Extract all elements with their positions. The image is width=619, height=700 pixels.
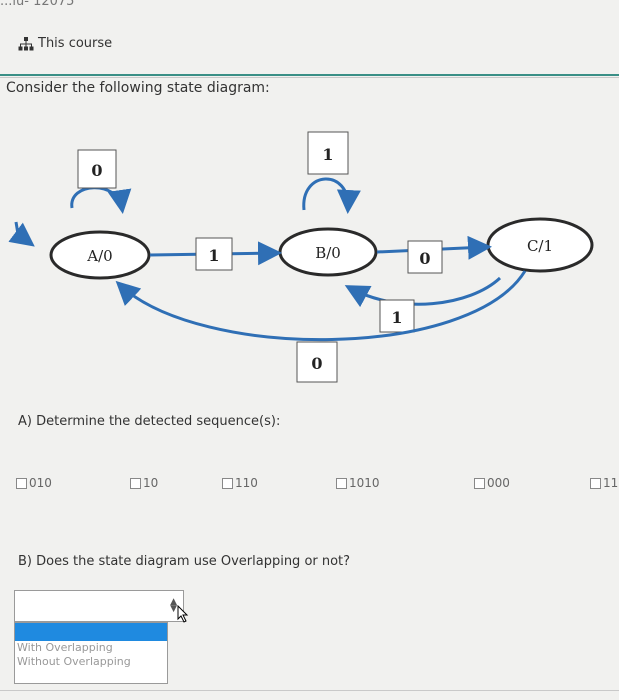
overlap-select[interactable]: ▲▼ <box>14 590 189 623</box>
part-a-prompt: A) Determine the detected sequence(s): <box>18 414 281 429</box>
start-arrow <box>8 221 35 247</box>
state-b-label: B/0 <box>315 244 341 262</box>
edge-b-self-label: 1 <box>322 145 333 164</box>
edge-a-self <box>70 186 132 214</box>
edge-c-to-b-label: 1 <box>391 308 402 327</box>
accent-divider <box>0 74 619 76</box>
edge-c-to-b <box>344 276 502 308</box>
part-b-prompt: B) Does the state diagram use Overlappin… <box>18 554 351 569</box>
option-label: 1010 <box>349 476 380 490</box>
state-b: B/0 <box>278 227 378 277</box>
state-diagram: A/0 B/0 C/1 0 1 1 0 1 0 <box>8 131 594 383</box>
option-label: 11 <box>603 476 619 490</box>
highlighted-option[interactable] <box>15 623 167 641</box>
option-1010[interactable]: 1010 <box>336 476 380 490</box>
question-intro: Consider the following state diagram: <box>6 80 270 96</box>
state-c: C/1 <box>486 217 594 273</box>
option-10[interactable]: 10 <box>130 476 158 490</box>
edge-c-to-a-label: 0 <box>311 354 322 373</box>
option-label: 10 <box>143 476 159 490</box>
option-110[interactable]: 110 <box>222 476 258 490</box>
edge-a-to-b-label: 1 <box>208 246 219 265</box>
option-label: 110 <box>235 476 258 490</box>
edge-b-self <box>302 177 361 214</box>
option-11[interactable]: 11 <box>590 476 618 490</box>
checkbox[interactable] <box>336 477 347 489</box>
state-a: A/0 <box>49 230 151 280</box>
cropped-header-text: ...iu- 12075 <box>0 0 75 9</box>
checkbox[interactable] <box>590 477 601 489</box>
checkbox[interactable] <box>222 477 233 489</box>
edge-c-to-a <box>115 270 527 342</box>
checkbox[interactable] <box>474 477 485 489</box>
option-without-overlapping[interactable]: Without Overlapping <box>17 655 131 668</box>
edge-a-self-label: 0 <box>91 161 102 180</box>
divider <box>0 690 619 691</box>
option-label: 010 <box>29 476 52 490</box>
overlap-dropdown-list[interactable]: With Overlapping Without Overlapping <box>14 622 168 684</box>
option-with-overlapping[interactable]: With Overlapping <box>17 641 113 654</box>
select-arrows-icon: ▲▼ <box>170 597 177 614</box>
checkbox[interactable] <box>130 477 141 489</box>
mouse-cursor-icon <box>177 604 189 627</box>
breadcrumb[interactable]: This course <box>18 36 112 51</box>
checkbox[interactable] <box>16 477 27 489</box>
option-label: 000 <box>487 476 510 490</box>
option-010[interactable]: 010 <box>16 476 52 490</box>
sitemap-icon <box>18 36 34 51</box>
state-a-label: A/0 <box>86 247 112 265</box>
divider <box>0 77 619 78</box>
breadcrumb-label: This course <box>38 36 113 51</box>
edge-b-to-c-label: 0 <box>419 249 430 268</box>
option-000[interactable]: 000 <box>474 476 510 490</box>
state-c-label: C/1 <box>527 237 553 255</box>
